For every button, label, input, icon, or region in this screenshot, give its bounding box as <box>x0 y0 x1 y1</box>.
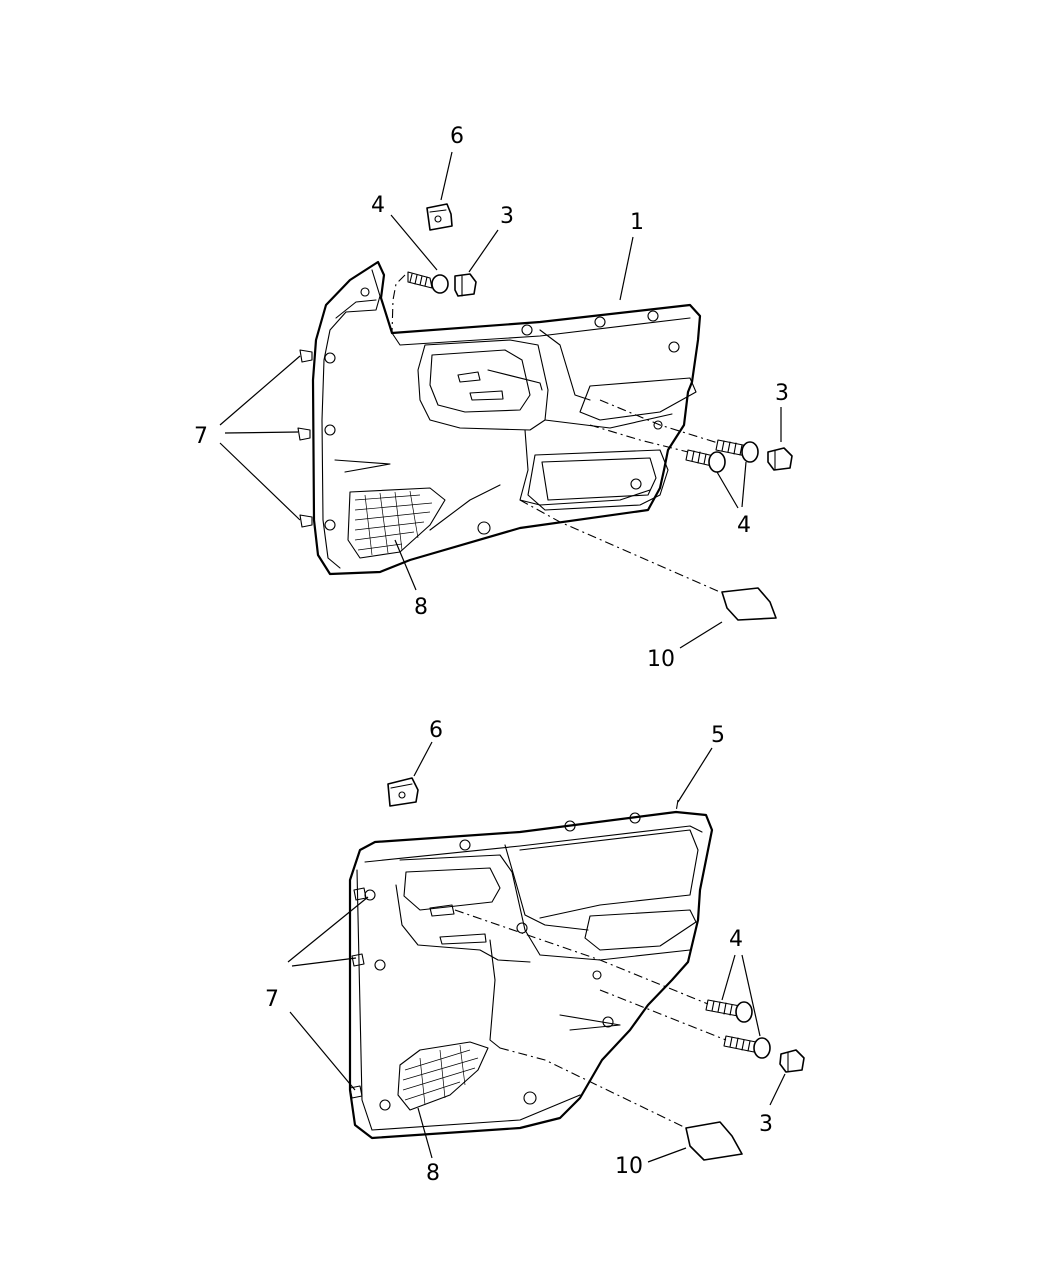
screw <box>407 271 449 294</box>
callout-8: 8 <box>414 595 428 620</box>
callout-1: 1 <box>630 210 644 235</box>
callout-3: 3 <box>500 204 514 229</box>
front-door-trim-panel <box>311 260 702 576</box>
callout-10: 10 <box>647 647 675 672</box>
callout-7: 7 <box>194 424 208 449</box>
callout-4: 4 <box>729 927 743 952</box>
callout-3: 3 <box>775 381 789 406</box>
callout-5: 5 <box>711 723 725 748</box>
callout-6: 6 <box>450 124 464 149</box>
rear-door-trim-panel <box>348 810 714 1140</box>
front-door-trim-panel-assembly: 6 4 3 1 3 7 4 8 10 <box>194 124 793 672</box>
screw <box>705 999 753 1023</box>
speaker-grille <box>397 1041 489 1111</box>
screw <box>723 1035 771 1059</box>
callout-6: 6 <box>429 718 443 743</box>
plug <box>767 447 793 471</box>
rear-door-trim-panel-assembly: 6 5 4 7 3 10 8 <box>265 718 805 1186</box>
screw <box>715 439 759 463</box>
callout-10: 10 <box>615 1154 643 1179</box>
callout-4: 4 <box>737 513 751 538</box>
plug <box>454 273 477 297</box>
callout-3: 3 <box>759 1112 773 1137</box>
reflector-cover <box>685 1121 743 1161</box>
callout-8: 8 <box>426 1161 440 1186</box>
plug <box>779 1049 805 1073</box>
retainer-clip <box>297 349 313 528</box>
screw <box>685 449 726 473</box>
callout-4: 4 <box>371 193 385 218</box>
reflector-cover <box>721 587 777 621</box>
speaker-grille <box>347 487 446 559</box>
callout-7: 7 <box>265 987 279 1012</box>
